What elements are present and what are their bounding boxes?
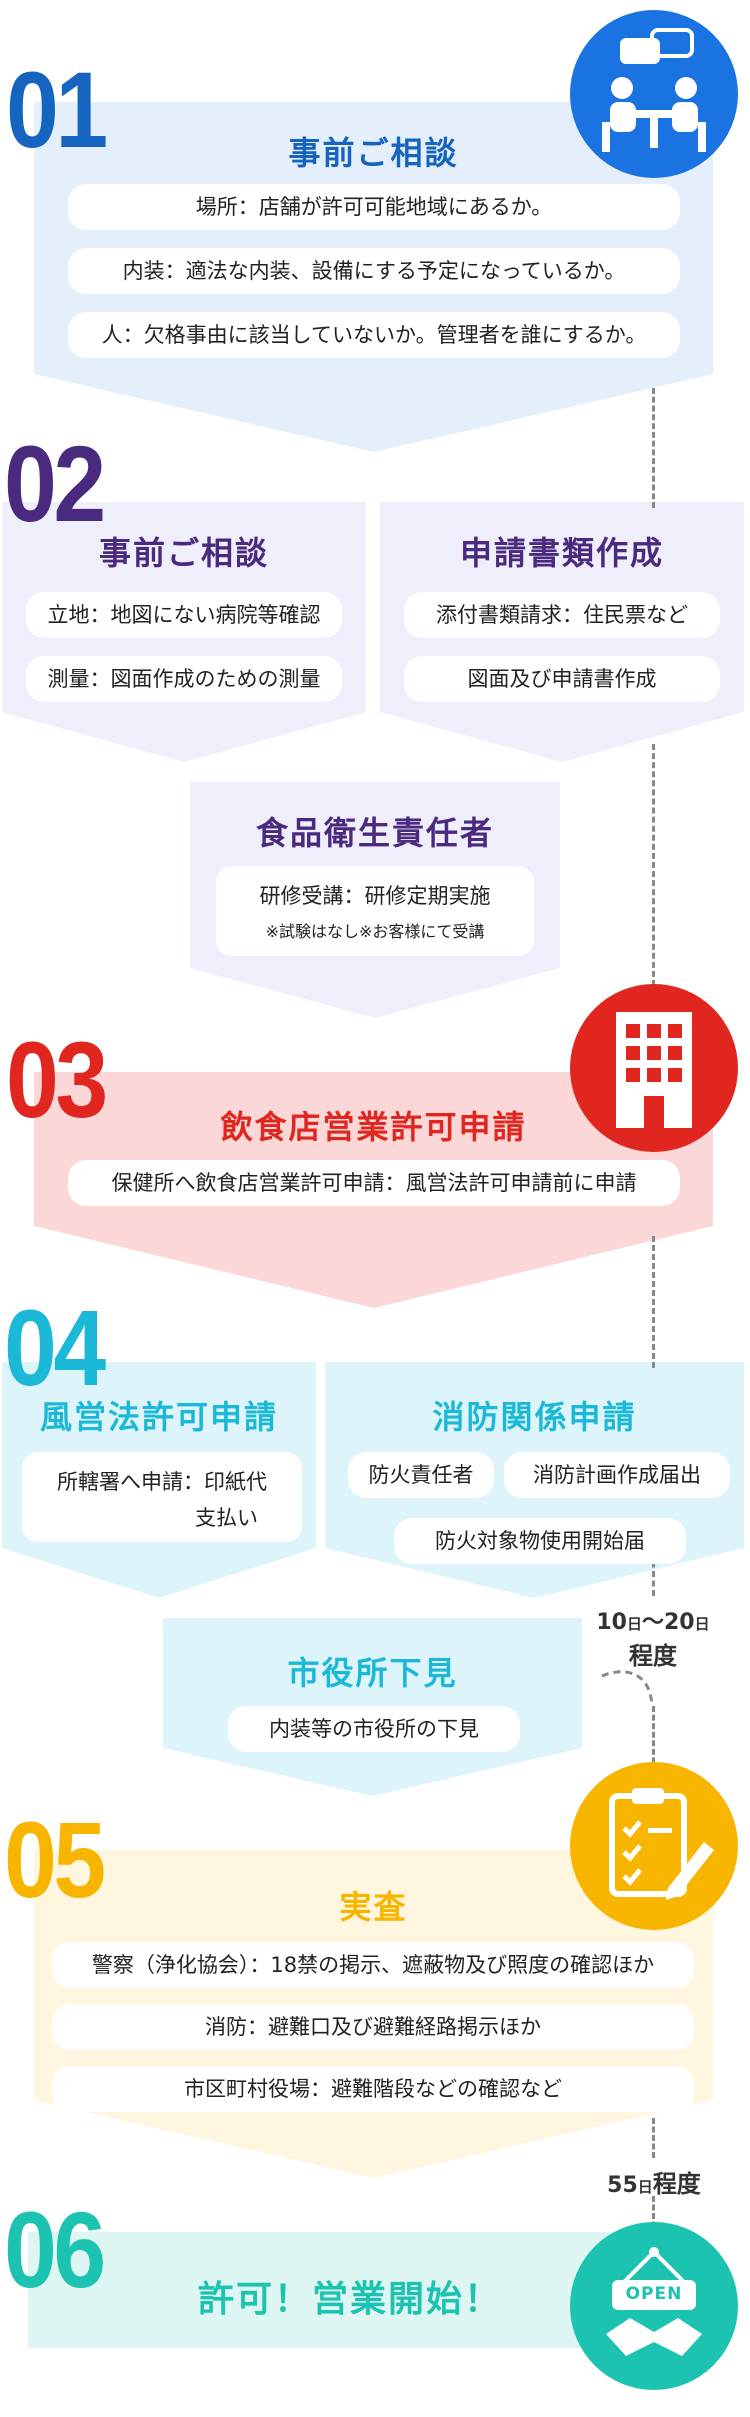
open-sign-text: OPEN (625, 2284, 683, 2304)
step04-right-item-2: 消防計画作成届出 (504, 1452, 730, 1498)
step03-item: 保健所へ飲食店営業許可申請：風営法許可申請前に申請 (68, 1160, 680, 1206)
step04-right-item-3: 防火対象物使用開始届 (394, 1518, 686, 1564)
step04-right-title: 消防関係申請 (432, 1398, 637, 1436)
step02-sub-line1: 研修受講：研修定期実施 (259, 884, 491, 908)
step05-item-3: 市区町村役場：避難階段などの確認など (52, 2066, 694, 2112)
step05-duration-note: 55日程度 (607, 2170, 701, 2198)
step04-left-line1: 所轄署へ申請：印紙代 (57, 1470, 267, 1494)
connector-note-05 (652, 1706, 655, 1772)
step04-left-box: 所轄署へ申請：印紙代 支払い (22, 1452, 302, 1542)
building-icon (570, 984, 738, 1152)
step02-sub-title: 食品衛生責任者 (255, 814, 494, 852)
connector-01-02 (652, 388, 655, 508)
step04-sub-title: 市役所下見 (287, 1654, 458, 1692)
step01-item-2: 内装：適法な内装、設備にする予定になっているか。 (68, 248, 680, 294)
step06-title: 許可！営業開始！ (197, 2279, 502, 2320)
step02-left-item-1: 立地：地図にない病院等確認 (26, 592, 342, 638)
step-number-01: 01 (6, 49, 108, 170)
consultation-icon (570, 10, 738, 178)
step01-item-3: 人：欠格事由に該当していないか。管理者を誰にするか。 (68, 312, 680, 358)
step02-right-item-1: 添付書類請求：住民票など (404, 592, 720, 638)
connector-note-06 (652, 2196, 655, 2236)
checklist-icon (570, 1762, 738, 1930)
step-number-04: 04 (4, 1287, 106, 1408)
step01-title: 事前ご相談 (288, 134, 459, 172)
connector-curve (601, 1670, 654, 1707)
step01-item-1: 場所：店舗が許可可能地域にあるか。 (68, 184, 680, 230)
step04-sub-item: 内装等の市役所の下見 (228, 1706, 520, 1752)
step04-left-title: 風営法許可申請 (39, 1398, 278, 1436)
step-number-05: 05 (4, 1799, 106, 1920)
connector-02-sub (652, 744, 655, 986)
step02-left-title: 事前ご相談 (98, 534, 269, 572)
step02-sub-box: 研修受講：研修定期実施 ※試験はなし※お客様にて受講 (216, 866, 534, 956)
step-number-03: 03 (6, 1019, 108, 1140)
connector-03-04 (652, 1236, 655, 1368)
step02-sub-line2: ※試験はなし※お客様にて受講 (265, 922, 485, 941)
step02-right-item-2: 図面及び申請書作成 (404, 656, 720, 702)
step05-item-1: 警察（浄化協会）：18禁の掲示、遮蔽物及び照度の確認ほか (52, 1942, 694, 1988)
connector-04-note (652, 1552, 655, 1596)
open-sign-icon: OPEN (570, 2222, 738, 2390)
step04-duration-note: 10日〜20日 程度 (596, 1610, 710, 1670)
step05-title: 実査 (339, 1888, 408, 1926)
step02-right-title: 申請書類作成 (459, 534, 664, 572)
step05-item-2: 消防：避難口及び避難経路掲示ほか (52, 2004, 694, 2050)
step02-left-item-2: 測量：図面作成のための測量 (26, 656, 342, 702)
connector-05-note (652, 2118, 655, 2158)
step03-title: 飲食店営業許可申請 (220, 1108, 527, 1146)
step04-right-item-1: 防火責任者 (348, 1452, 494, 1498)
step-number-06: 06 (4, 2189, 106, 2310)
step-number-02: 02 (4, 423, 106, 544)
step04-left-line2: 支払い (195, 1506, 258, 1530)
